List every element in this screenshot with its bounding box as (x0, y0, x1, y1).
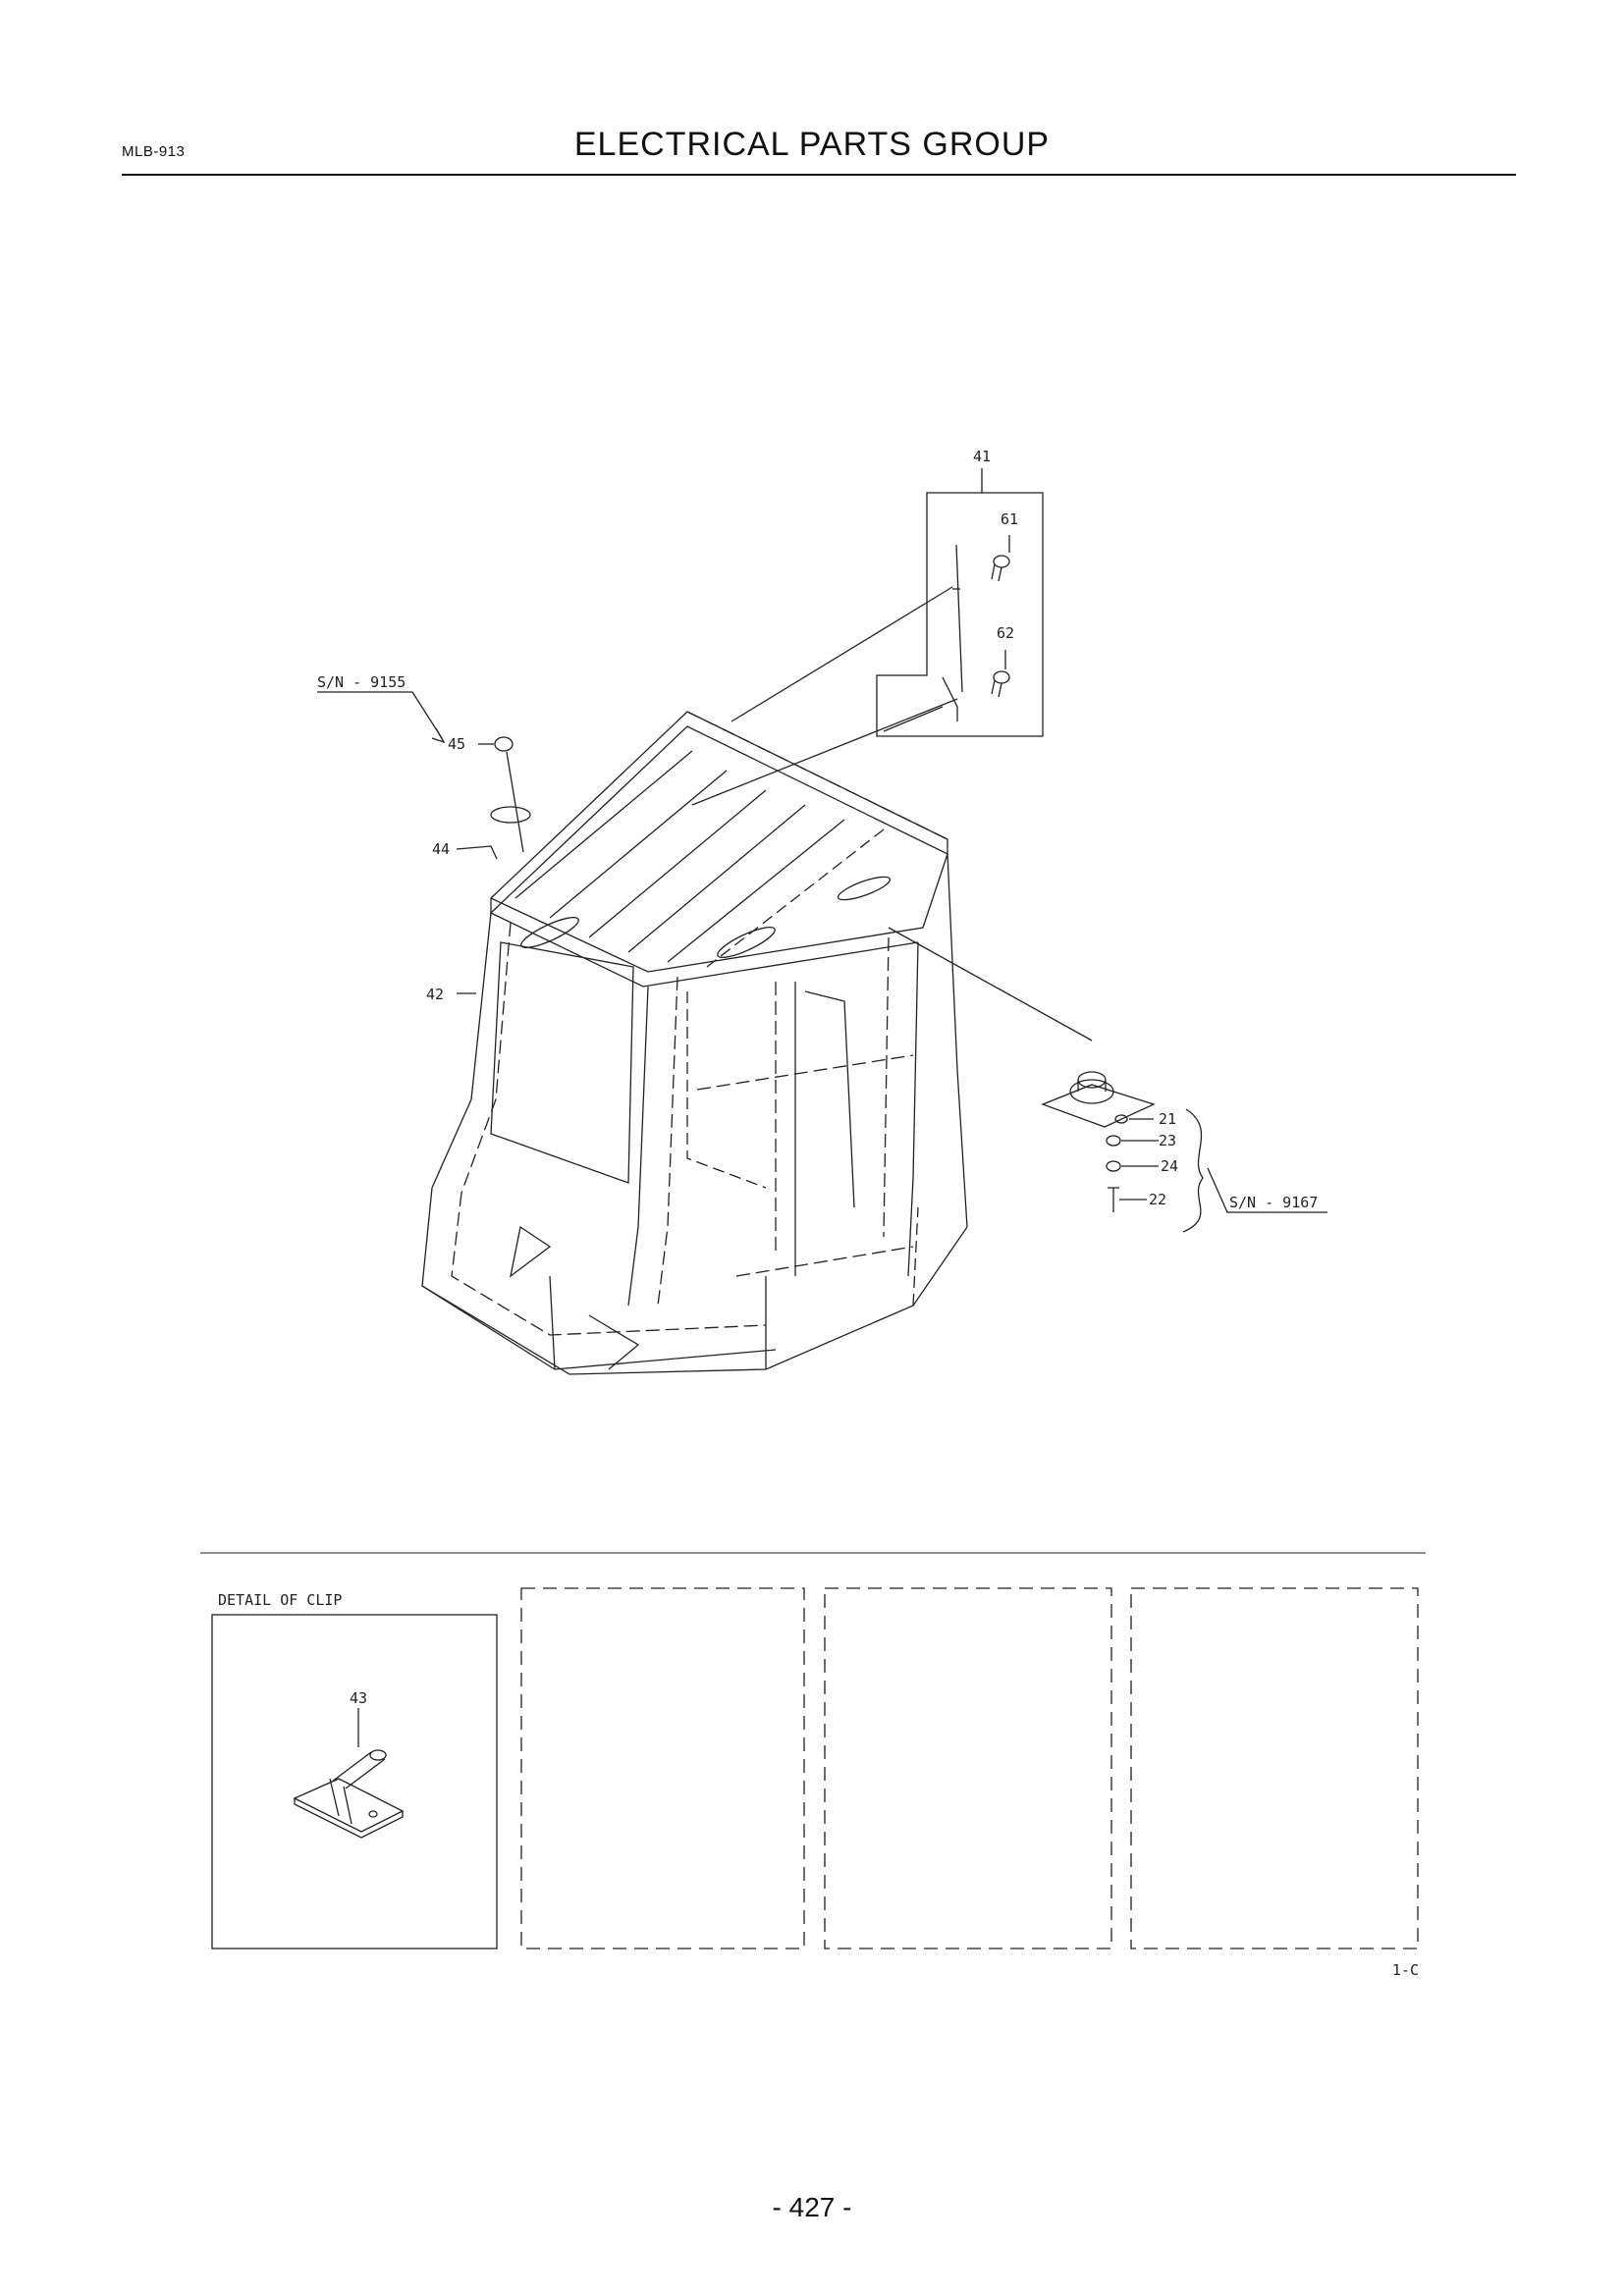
callout-22: 22 (1149, 1191, 1166, 1208)
callout-61: 61 (1001, 510, 1018, 528)
callout-62: 62 (997, 624, 1014, 642)
sn-leader-left (317, 691, 443, 739)
empty-detail-panel (1130, 1587, 1419, 1949)
page-number: - 427 - (772, 2192, 852, 2222)
clip-detail-panel (211, 1614, 498, 1949)
cab-frame-illustration (421, 711, 968, 1375)
callout-41: 41 (973, 448, 991, 465)
document-code: MLB-913 (122, 143, 186, 160)
header-rule (122, 174, 1516, 176)
leader-line (691, 698, 958, 806)
speaker-assembly (888, 927, 1327, 1233)
serial-note-left: S/N - 9155 (317, 673, 406, 691)
serial-note-right: S/N - 9167 (1229, 1194, 1318, 1211)
callout-43: 43 (350, 1689, 367, 1707)
callout-21: 21 (1159, 1110, 1176, 1128)
empty-detail-panel (824, 1587, 1112, 1949)
antenna-detail-box (876, 468, 1044, 737)
nut-45-icon (494, 736, 514, 752)
empty-detail-panel (520, 1587, 805, 1949)
callout-23: 23 (1159, 1132, 1176, 1149)
arrow-icon (431, 727, 446, 744)
leader-line (731, 586, 953, 722)
page-title: ELECTRICAL PARTS GROUP (573, 126, 1051, 163)
figure-code: 1-C (1392, 1961, 1419, 1979)
clip-detail-title: DETAIL OF CLIP (218, 1591, 342, 1609)
callout-42: 42 (426, 986, 444, 1003)
callout-24: 24 (1161, 1157, 1178, 1175)
callout-45: 45 (448, 735, 465, 753)
clip-icon (293, 1708, 405, 1839)
callout-44: 44 (432, 840, 450, 858)
